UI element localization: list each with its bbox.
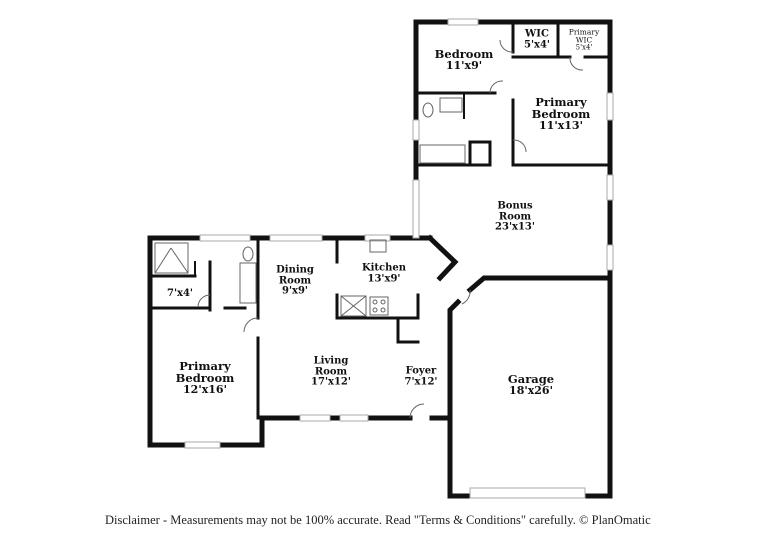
room-name-line2: Room [314,365,348,377]
room-name-line2: WIC [575,35,593,45]
room-name-line1: Primary [179,359,231,374]
room-name-line1: Dining [276,264,314,276]
room-name-line1: Primary [568,27,600,37]
room-name-line2: Room [278,274,312,286]
room-dimensions: 12'x16' [183,383,227,397]
room-wic: WIC 5'x4' [523,28,551,51]
room-name: Kitchen [361,262,407,274]
room-garage: Garage 18'x26' [508,373,554,397]
room-name: Bedroom [434,47,494,62]
room-primary-bedroom-upper: Primary Bedroom 11'x13' [532,96,591,132]
room-name: Garage [507,372,555,387]
room-dimensions: 13'x9' [367,273,401,284]
room-name: Foyer [405,365,437,377]
room-primary-wic: Primary WIC 5'x4' [569,28,599,51]
room-dimensions: 7'x4' [166,287,194,299]
room-name-line2: Bedroom [175,371,235,386]
room-name-line1: Living [313,355,349,367]
room-dimensions: 18'x26' [509,384,553,398]
room-name-line2: Room [498,210,532,222]
room-dimensions: 5'x4' [523,39,551,50]
room-dimensions: 23'x13' [495,221,535,233]
room-dimensions: 7'x12' [404,376,438,387]
disclaimer-text: Disclaimer - Measurements may not be 100… [105,513,651,527]
room-name: WIC [525,28,549,40]
room-primary-bedroom-lower: Primary Bedroom 12'x16' [176,360,235,396]
room-bath-closet: 7'x4' [166,287,194,300]
room-foyer: Foyer 7'x12' [404,365,438,388]
room-kitchen: Kitchen 13'x9' [361,262,407,285]
room-dimensions: 11'x9' [445,59,483,73]
room-dimensions: 11'x13' [539,119,583,133]
room-dimensions: 5'x4' [575,43,593,52]
room-name-line1: Primary [535,95,587,110]
room-living-room: Living Room 17'x12' [311,356,351,388]
room-dining-room: Dining Room 9'x9' [276,265,314,297]
room-bonus-room: Bonus Room 23'x13' [495,201,535,233]
room-dimensions: 17'x12' [311,376,351,388]
room-name-line1: Bonus [497,200,533,212]
room-name-line2: Bedroom [531,107,591,122]
room-bedroom: Bedroom 11'x9' [435,48,494,72]
room-dimensions: 9'x9' [281,285,308,297]
